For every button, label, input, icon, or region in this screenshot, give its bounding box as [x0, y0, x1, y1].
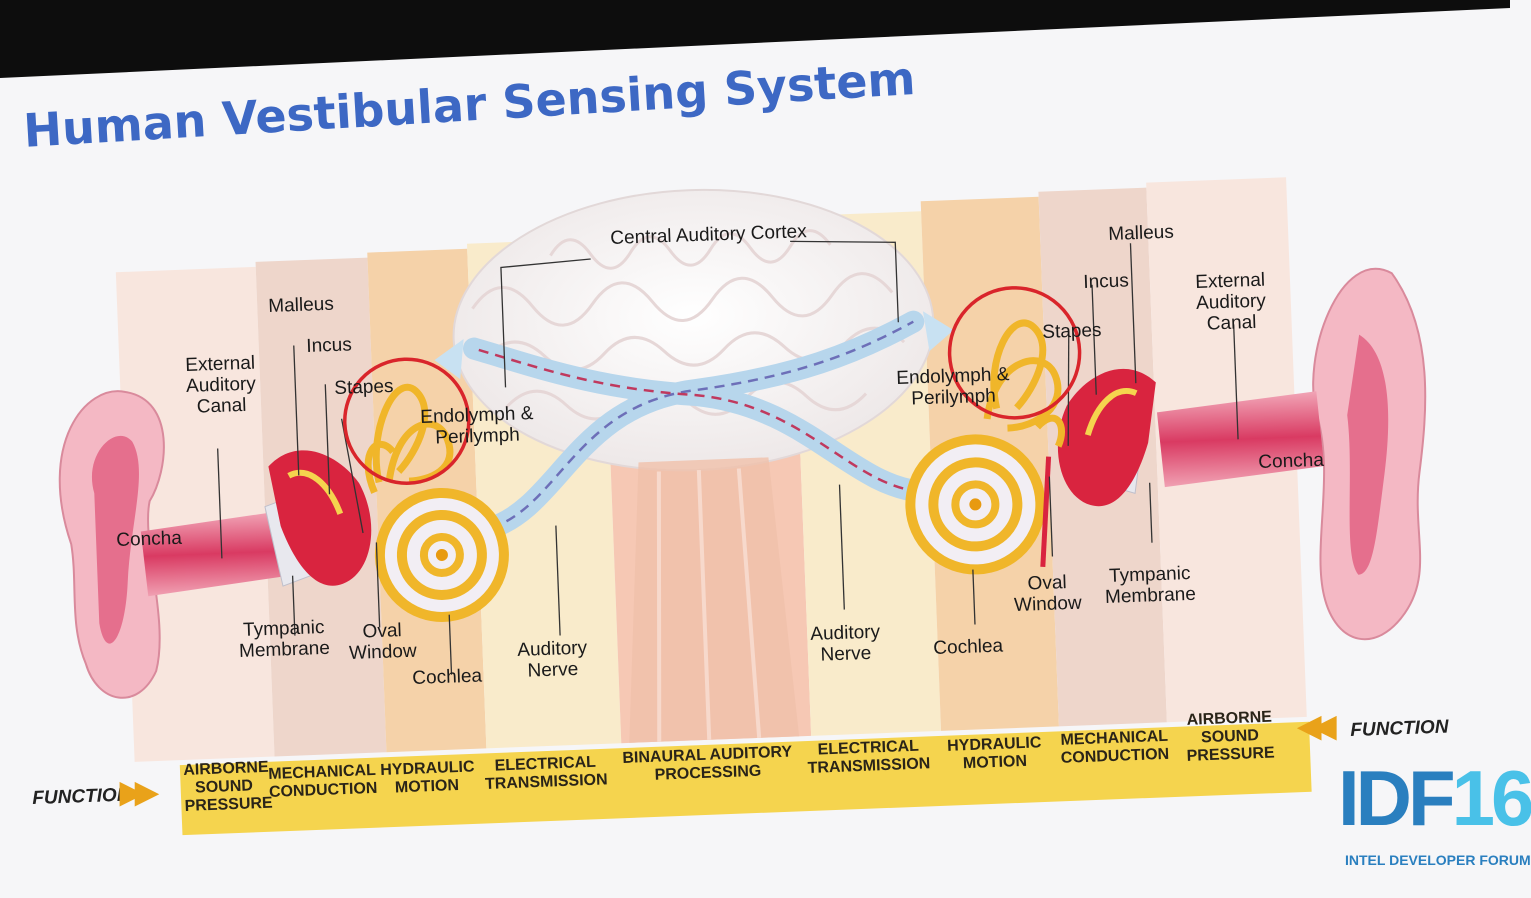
function-airborne-sound-pressure-right: AIRBORNE SOUND PRESSURE	[1186, 708, 1275, 765]
function-hydraulic-motion-right: HYDRAULIC MOTION	[946, 734, 1042, 773]
function-tag-right: FUNCTION	[1350, 716, 1449, 741]
logo-text: IDF	[1338, 754, 1456, 842]
label-right-cochlea: Cochlea	[933, 635, 1004, 659]
label-left-concha: Concha	[116, 527, 183, 551]
label-left-endolymph-perilymph: Endolymph & Perilymph	[420, 403, 534, 449]
label-left-malleus: Malleus	[268, 293, 335, 317]
arrow-right-icon: ▶▶	[120, 776, 158, 809]
label-left-external-auditory-canal: External Auditory Canal	[185, 352, 257, 418]
label-right-concha: Concha	[1258, 449, 1325, 473]
idf16-logo: IDF16	[1338, 758, 1531, 838]
left-ear	[58, 383, 509, 699]
function-mechanical-conduction-left: MECHANICAL CONDUCTION	[268, 761, 378, 801]
auditory-nerve-paths	[434, 310, 954, 540]
function-tag-left: FUNCTION	[32, 784, 131, 809]
label-left-incus: Incus	[306, 334, 353, 357]
function-mechanical-conduction-right: MECHANICAL CONDUCTION	[1060, 727, 1170, 767]
label-right-endolymph-perilymph: Endolymph & Perilymph	[896, 364, 1010, 410]
function-binaural-auditory-processing: BINAURAL AUDITORY PROCESSING	[622, 743, 793, 784]
logo-subtitle: INTEL DEVELOPER FORUM	[1345, 852, 1531, 868]
label-left-cochlea: Cochlea	[412, 665, 483, 689]
function-electrical-transmission-left: ELECTRICAL TRANSMISSION	[484, 753, 608, 793]
right-ear	[905, 267, 1427, 641]
label-right-malleus: Malleus	[1108, 221, 1175, 245]
label-right-auditory-nerve: Auditory Nerve	[810, 621, 881, 666]
label-left-tympanic-membrane: Tympanic Membrane	[238, 616, 331, 662]
right-highlight-circle	[947, 286, 1082, 420]
function-bar	[179, 721, 1312, 836]
function-electrical-transmission-right: ELECTRICAL TRANSMISSION	[807, 737, 931, 777]
label-right-oval-window: Oval Window	[1013, 572, 1083, 616]
label-left-auditory-nerve: Auditory Nerve	[517, 637, 588, 682]
left-highlight-circle	[343, 357, 471, 485]
label-right-external-auditory-canal: External Auditory Canal	[1195, 269, 1267, 335]
label-right-incus: Incus	[1083, 270, 1130, 293]
label-left-oval-window: Oval Window	[348, 620, 418, 664]
label-left-stapes: Stapes	[334, 375, 394, 399]
function-airborne-sound-pressure-left: AIRBORNE SOUND PRESSURE	[183, 758, 274, 815]
label-right-tympanic-membrane: Tympanic Membrane	[1104, 562, 1197, 608]
label-right-stapes: Stapes	[1042, 319, 1102, 343]
leader-lines	[217, 240, 1239, 675]
logo-number: 16	[1451, 754, 1531, 842]
arrow-left-icon: ◀◀	[1298, 710, 1336, 743]
function-hydraulic-motion-left: HYDRAULIC MOTION	[380, 758, 475, 797]
